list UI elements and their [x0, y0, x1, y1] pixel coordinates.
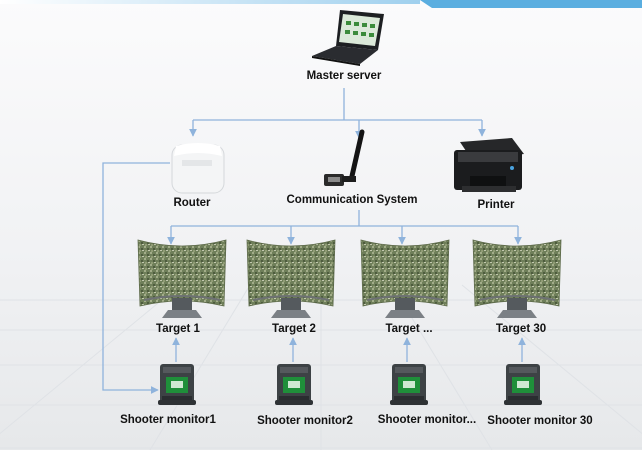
connector-router-monitor1 [102, 162, 170, 394]
label-communication-system: Communication System [286, 194, 418, 206]
target-screen-icon [137, 239, 227, 318]
label-monitor-2: Shooter monitor2 [257, 415, 353, 427]
target-screen-icon [472, 239, 562, 318]
connectors [102, 88, 526, 394]
label-target-2: Target 2 [272, 323, 316, 335]
target-screen-icon [246, 239, 336, 318]
shooter-monitor-case-icon [390, 364, 428, 405]
header-accent-strip [0, 0, 420, 4]
targets-group [137, 239, 562, 318]
printer-icon [454, 138, 524, 192]
label-router: Router [173, 197, 211, 209]
label-monitor-3: Shooter monitor... [377, 414, 477, 426]
router-icon [171, 143, 225, 194]
shooter-monitor-case-icon [158, 364, 196, 405]
label-monitor-1: Shooter monitor1 [120, 414, 216, 426]
label-printer: Printer [477, 199, 515, 211]
label-target-30: Target 30 [495, 323, 547, 335]
monitors-group [158, 364, 542, 405]
label-target-1: Target 1 [156, 323, 200, 335]
header-accent-tab [420, 0, 642, 8]
label-monitor-30: Shooter monitor 30 [487, 415, 593, 427]
label-target-3: Target ... [385, 323, 433, 335]
shooter-monitor-case-icon [275, 364, 313, 405]
label-master-server: Master server [306, 70, 382, 82]
connector-to-router [193, 119, 482, 136]
antenna-icon [324, 129, 365, 186]
shooter-monitor-case-icon [504, 364, 542, 405]
laptop-icon [312, 10, 384, 66]
target-screen-icon [360, 239, 450, 318]
